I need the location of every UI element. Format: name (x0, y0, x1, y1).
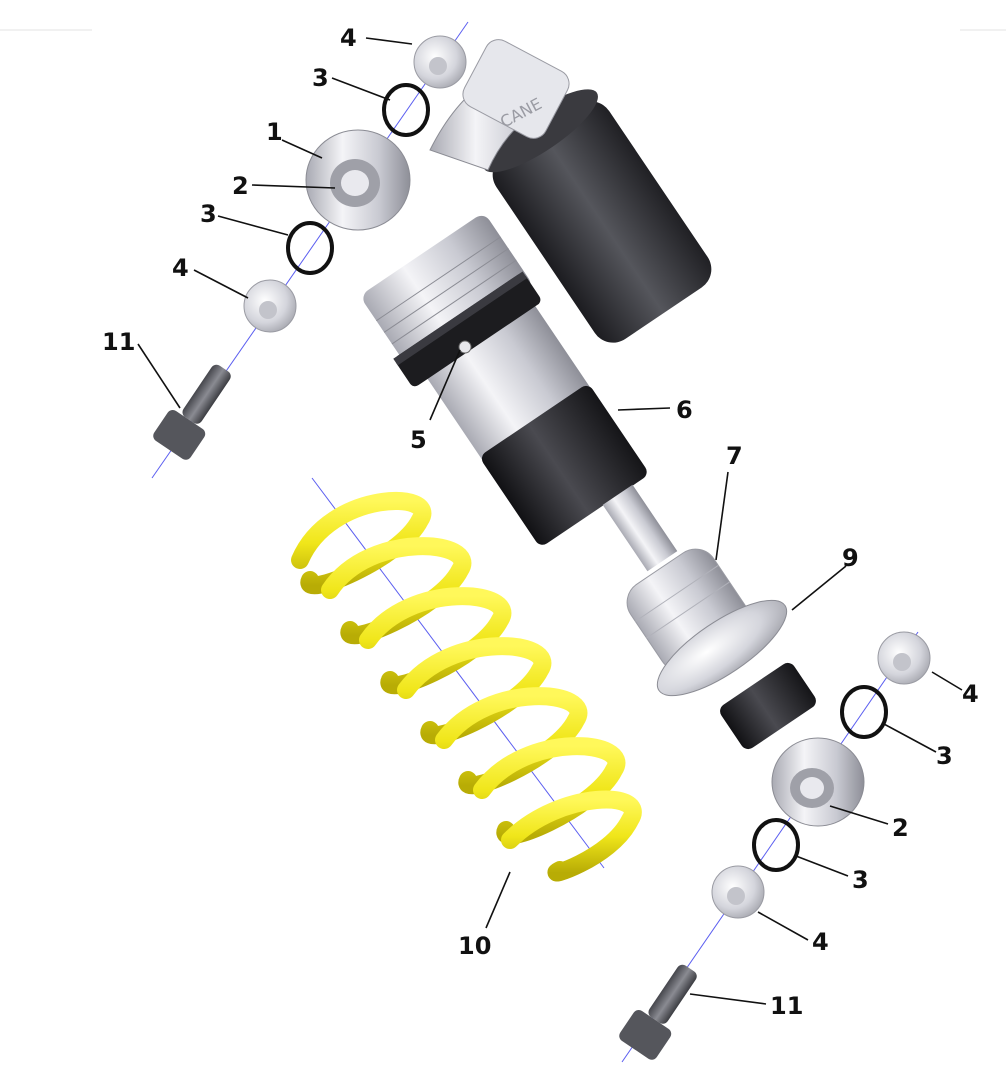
bolt-top (153, 364, 231, 460)
callout-4-bottom: 4 (812, 928, 829, 956)
callout-1: 1 (266, 118, 283, 146)
bottom-out-bumper (720, 662, 816, 750)
o-ring-right (840, 685, 888, 739)
callout-11-top: 11 (102, 328, 135, 356)
callout-4-right: 4 (962, 680, 979, 708)
bottom-eyelet (771, 737, 865, 827)
callout-7: 7 (726, 442, 743, 470)
callout-5: 5 (410, 426, 427, 454)
callout-9: 9 (842, 544, 859, 572)
shock-body (363, 215, 647, 545)
washer-right (877, 631, 931, 685)
callout-3-bottom: 3 (852, 866, 869, 894)
callout-3-top: 3 (312, 64, 329, 92)
shock-shaft (602, 484, 678, 572)
callout-2-bottom: 2 (892, 814, 909, 842)
preload-ring (393, 271, 541, 387)
spring-retainer (656, 599, 788, 697)
coil-spring (291, 491, 642, 882)
callout-10: 10 (458, 932, 491, 960)
o-ring-left (286, 221, 334, 275)
washer-left (243, 279, 297, 333)
washer-top (413, 35, 467, 89)
o-ring-bottom (752, 818, 800, 872)
o-ring-top (382, 83, 430, 137)
callout-3-right: 3 (936, 742, 953, 770)
callout-11-bottom: 11 (770, 992, 803, 1020)
bolt-bottom (619, 964, 697, 1060)
callout-4-top: 4 (340, 24, 357, 52)
callout-labels: 4 3 1 2 3 4 11 5 6 7 9 4 3 2 3 4 10 11 (102, 24, 979, 1020)
callout-4-left: 4 (172, 254, 189, 282)
callout-6: 6 (676, 396, 693, 424)
washer-bottom (711, 865, 765, 919)
callout-2-top: 2 (232, 172, 249, 200)
leader-lines (137, 37, 963, 1005)
callout-3-left: 3 (200, 200, 217, 228)
top-head: CANE (305, 39, 570, 231)
